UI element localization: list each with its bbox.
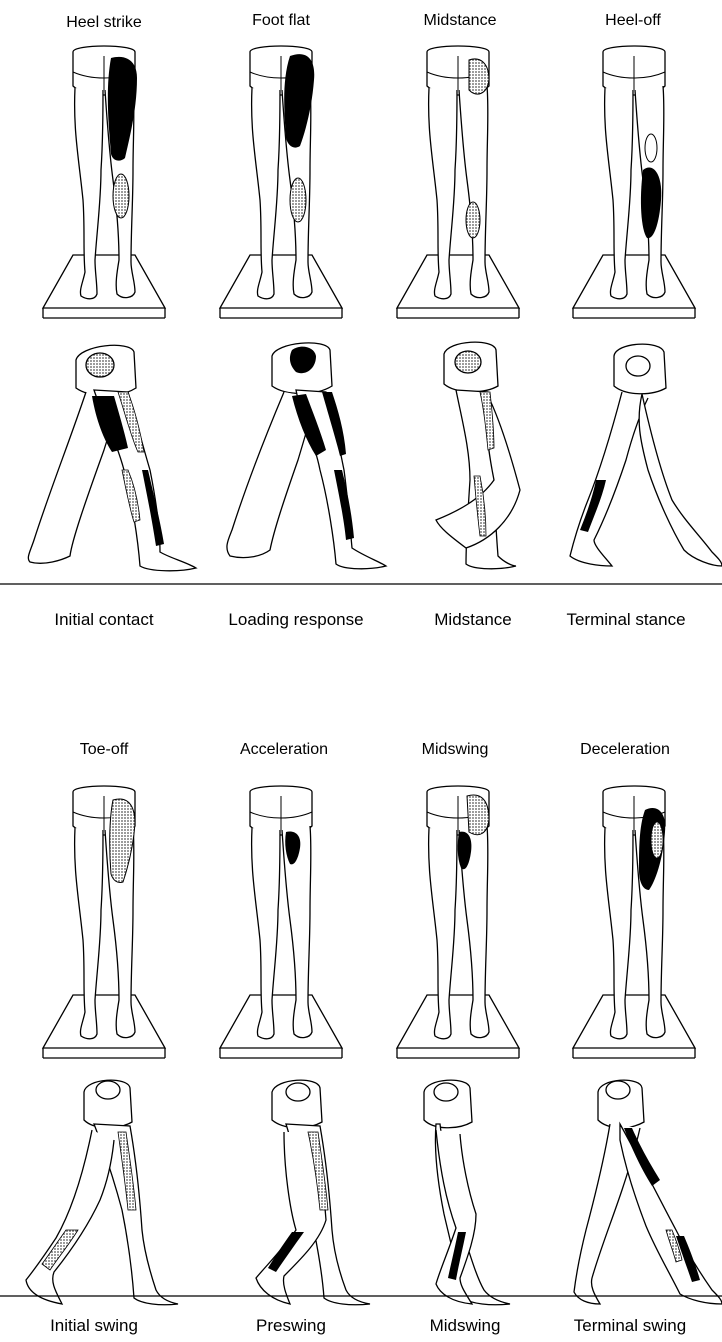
figure-heel-strike-back: [43, 46, 165, 318]
figure-preswing-side: [256, 1080, 370, 1305]
figure-initial-contact-side: [28, 345, 196, 570]
figure-acceleration-back: [220, 786, 342, 1058]
figure-midswing-back: [397, 786, 519, 1058]
figure-initial-swing-side: [26, 1080, 178, 1305]
figure-terminal-stance-side: [570, 344, 722, 566]
figure-midswing-side: [424, 1080, 510, 1305]
figure-midstance-back: [397, 46, 519, 318]
figure-foot-flat-back: [220, 46, 342, 318]
figure-midstance-side: [436, 342, 520, 569]
figure-toe-off-back: [43, 786, 165, 1058]
figure-deceleration-back: [573, 786, 695, 1058]
figure-terminal-swing-side: [574, 1080, 722, 1304]
figure-heel-off-back: [573, 46, 695, 318]
figure-loading-response-side: [227, 343, 386, 569]
